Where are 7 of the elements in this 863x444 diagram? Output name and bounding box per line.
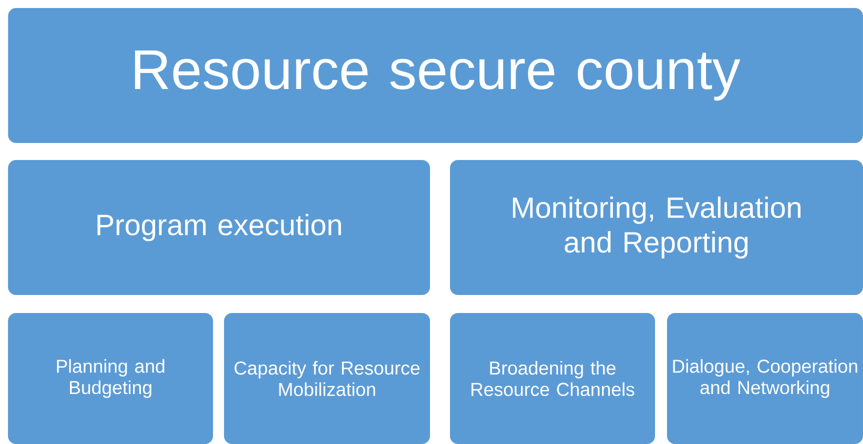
text-box: Capacity for Resource Mobilization xyxy=(224,313,430,444)
text-box: Dialogue, Cooperation and Networking xyxy=(667,313,863,444)
text-box: Planning and Budgeting xyxy=(8,313,214,444)
text-box: Monitoring, Evaluation and Reporting xyxy=(450,160,863,295)
text-box: Program execution xyxy=(8,160,430,295)
text-box: Resource secure county xyxy=(8,8,863,143)
text-box: Broadening the Resource Channels xyxy=(450,313,656,444)
